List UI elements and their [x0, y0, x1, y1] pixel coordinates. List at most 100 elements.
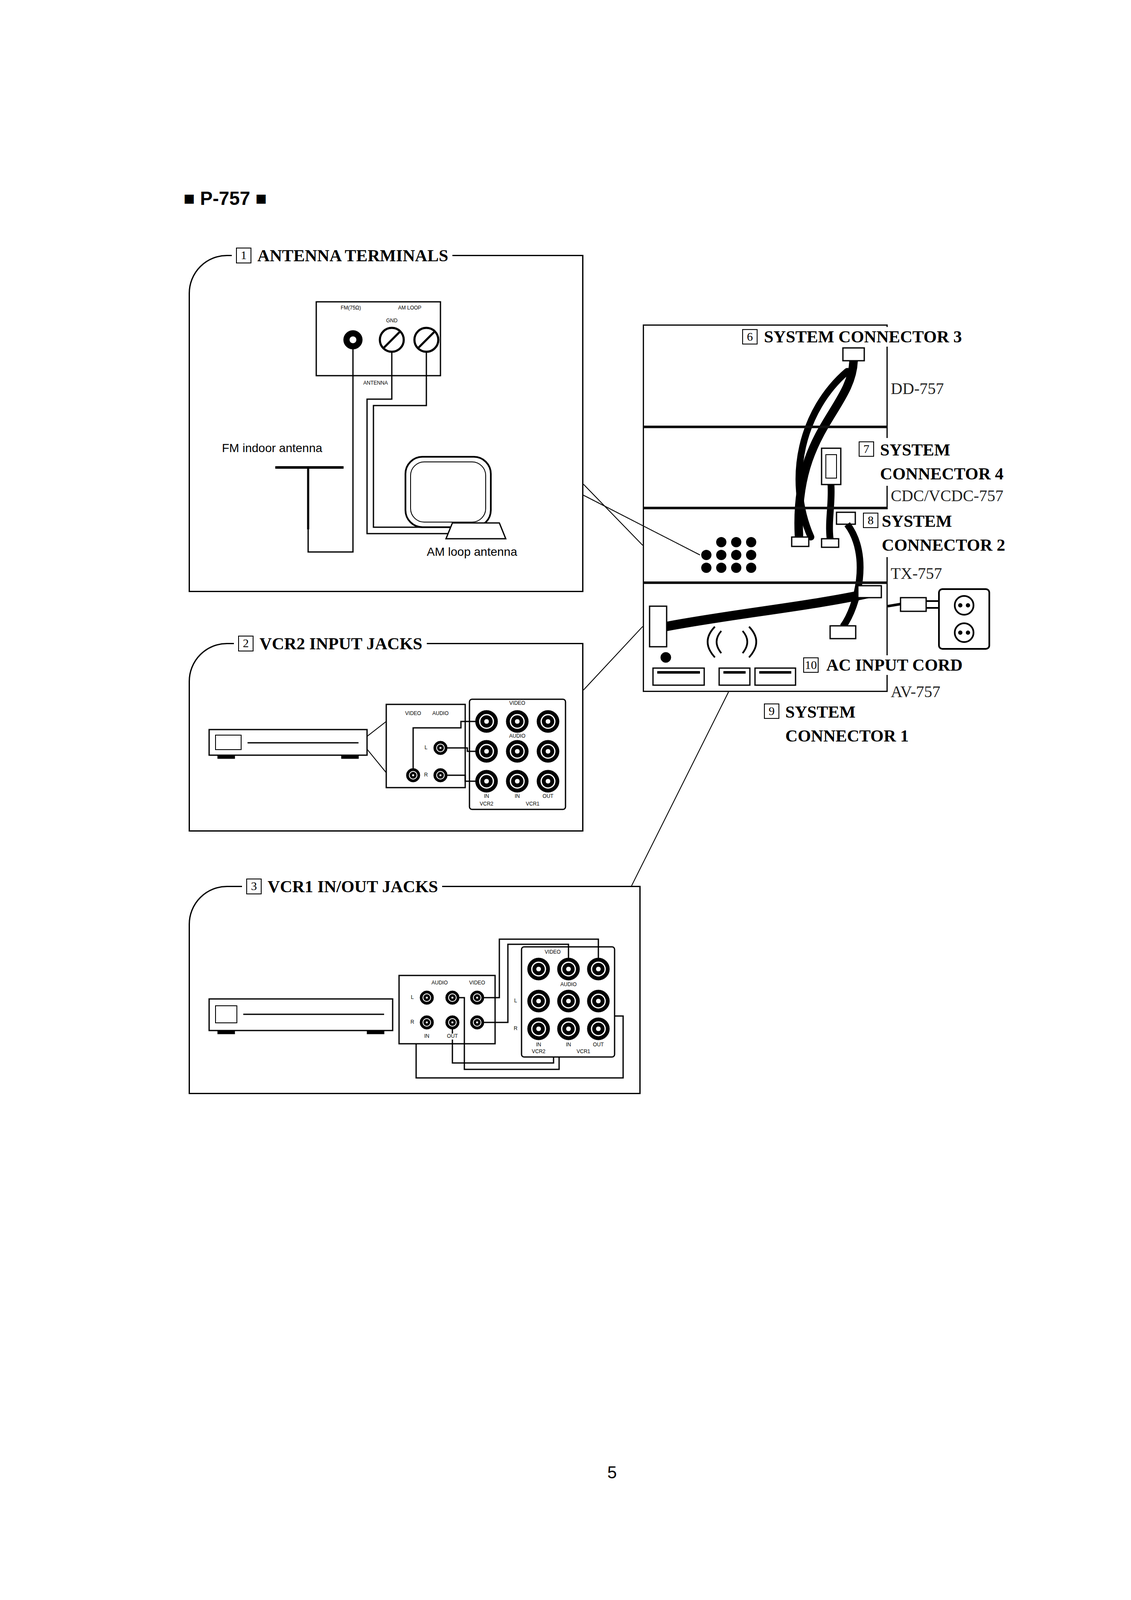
callout-leader	[583, 626, 643, 690]
vcr1-figure	[209, 938, 624, 1078]
jack	[506, 769, 529, 793]
jack-label: R	[410, 1019, 415, 1026]
model-name: AV-757	[890, 682, 941, 702]
callout-number: 8	[862, 512, 879, 528]
connector	[825, 454, 837, 479]
callout-number: 9	[763, 703, 780, 719]
unit-panel: AV-757	[642, 582, 888, 692]
jack	[433, 740, 448, 755]
vcr-device	[209, 729, 368, 755]
system-cable	[660, 593, 869, 628]
rear-jacks	[701, 536, 757, 573]
jack	[506, 710, 529, 733]
jack	[406, 768, 420, 782]
zoom-line	[367, 721, 387, 773]
vcr2-figure	[209, 699, 566, 810]
callout-number: 6	[742, 329, 758, 345]
jack	[536, 740, 560, 763]
jack	[475, 769, 498, 793]
cable	[416, 1015, 624, 1078]
callout-number: 2	[238, 635, 254, 651]
jack-label: AUDIO	[432, 710, 449, 717]
wall-outlet	[958, 603, 971, 635]
antenna-base	[445, 522, 506, 539]
jack	[527, 1017, 550, 1040]
jack-label: VIDEO	[405, 710, 421, 717]
jack-label: VCR2	[479, 801, 494, 808]
vcr-device	[247, 742, 359, 744]
connector	[842, 347, 865, 361]
system-cable	[842, 524, 860, 627]
connector	[836, 512, 856, 525]
jack-label: VCR2	[531, 1048, 546, 1055]
jack-label: VIDEO	[544, 949, 561, 956]
jack	[557, 957, 580, 980]
vcr-foot	[217, 1030, 235, 1034]
cable	[447, 747, 476, 752]
wall-outlet	[954, 623, 974, 642]
connector	[821, 448, 841, 485]
panel-title: ANTENNA TERMINALS	[257, 245, 449, 266]
speaker-terminal	[657, 670, 792, 674]
jack-label: IN	[536, 1041, 542, 1048]
antenna-wire	[373, 351, 457, 528]
jack	[557, 1017, 580, 1040]
jack	[557, 989, 580, 1012]
callout-panel: 3VCR1 IN/OUT JACKS	[188, 885, 641, 1094]
antenna-figure	[275, 301, 700, 555]
callout-number: 10	[803, 657, 819, 673]
connector	[791, 536, 809, 547]
wall-outlet	[954, 595, 974, 615]
jack	[445, 1015, 460, 1029]
callout-number: 1	[236, 247, 252, 263]
jack-label: L	[424, 744, 428, 751]
fm-jack	[349, 336, 357, 344]
leader-line	[583, 495, 700, 555]
jack	[527, 989, 550, 1012]
jack-label: OUT	[446, 1033, 458, 1040]
jack-label: AUDIO	[560, 981, 577, 988]
wall-outlet	[938, 588, 990, 649]
connector-label: SYSTEM CONNECTOR 1	[785, 699, 922, 748]
cable	[452, 1028, 554, 1063]
jack	[419, 990, 434, 1005]
panel-heading: 1 ANTENNA TERMINALS	[231, 245, 453, 266]
jack-plate	[399, 975, 496, 1044]
screw-terminal	[414, 327, 439, 352]
cable	[447, 775, 476, 782]
fm-jack	[343, 330, 363, 350]
power-plug	[900, 597, 927, 612]
speaker-terminal	[754, 667, 796, 686]
panel-title: VCR2 INPUT JACKS	[259, 633, 423, 654]
callout-number: 3	[246, 878, 262, 894]
unit-panel: TX-757	[642, 507, 888, 583]
system-cable	[829, 484, 832, 539]
screw-terminal	[384, 332, 400, 348]
knob	[660, 652, 671, 663]
terminal-plate	[316, 301, 441, 376]
jack-label: OUT	[542, 793, 554, 800]
callout-leader	[631, 691, 729, 886]
jack	[433, 768, 448, 782]
speaker-terminal	[652, 667, 705, 686]
connector-label: SYSTEM CONNECTOR 3	[763, 326, 962, 347]
model-name: DD-757	[890, 379, 945, 399]
cable	[483, 938, 599, 998]
panel-title: VCR1 IN/OUT JACKS	[267, 876, 438, 897]
jack	[475, 740, 498, 763]
model-name: TX-757	[890, 564, 942, 583]
system-cable	[798, 360, 854, 536]
power-plug	[926, 600, 939, 608]
jack-label: IN	[565, 1041, 572, 1048]
part-label: AM loop antenna	[426, 545, 518, 559]
model-name: CDC/VCDC-757	[890, 486, 1004, 506]
jack-label: VCR1	[525, 801, 540, 808]
power-cord	[887, 603, 901, 607]
antenna-wire	[367, 351, 457, 534]
jack-panel	[469, 699, 566, 810]
connector	[649, 606, 667, 647]
panel-heading: 3 VCR1 IN/OUT JACKS	[241, 876, 443, 897]
jack-label: VIDEO	[509, 700, 525, 707]
unit-panel: CDC/VCDC-757	[642, 426, 888, 508]
